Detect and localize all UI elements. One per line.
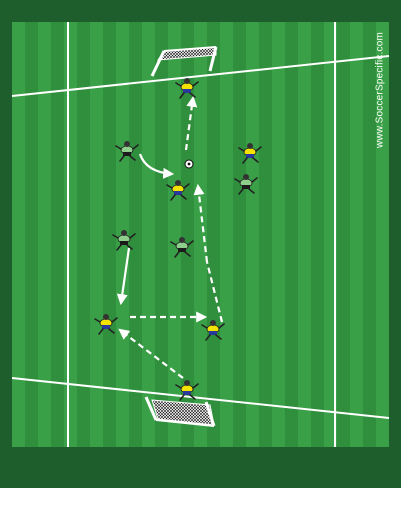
grass-stripe (259, 22, 272, 447)
grass-stripe (298, 22, 311, 447)
grass-stripe (350, 22, 363, 447)
grass-stripe (246, 22, 259, 447)
grass-stripe (285, 22, 298, 447)
ball-icon (185, 160, 193, 168)
grass-stripe (220, 22, 233, 447)
grass-stripe (194, 22, 207, 447)
grass-stripe (311, 22, 324, 447)
grass-stripe (142, 22, 155, 447)
grass-stripe (25, 22, 38, 447)
watermark-text: www.SoccerSpecific.com (375, 32, 386, 148)
grass-stripe (155, 22, 168, 447)
grass-stripe (272, 22, 285, 447)
grass-stripe (12, 22, 25, 447)
grass-stripe (77, 22, 90, 447)
grass-stripe (233, 22, 246, 447)
grass-stripe (337, 22, 350, 447)
grass-stripe (38, 22, 51, 447)
grass-stripe (207, 22, 220, 447)
